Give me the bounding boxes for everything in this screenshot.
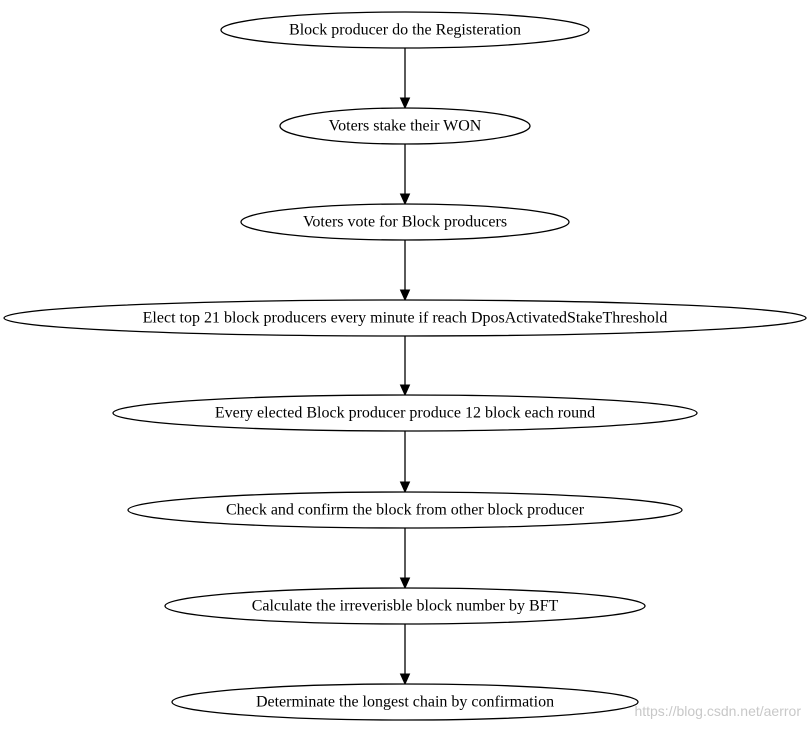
arrowhead-icon [399, 673, 411, 686]
arrowhead-icon [399, 577, 411, 590]
nodes-group: Block producer do the RegisterationVoter… [3, 11, 807, 721]
flow-node-7: Calculate the irreverisble block number … [164, 587, 646, 625]
node-ellipse [3, 299, 807, 337]
node-ellipse [112, 394, 698, 432]
flow-node-2: Voters stake their WON [279, 107, 531, 145]
flow-node-6: Check and confirm the block from other b… [127, 491, 683, 529]
edge-arrow-5 [399, 431, 411, 494]
node-label: Voters stake their WON [329, 118, 482, 135]
arrowhead-icon [399, 289, 411, 302]
arrowhead-icon [399, 481, 411, 494]
flow-node-3: Voters vote for Block producers [240, 203, 570, 241]
edge-arrow-4 [399, 336, 411, 397]
node-ellipse [220, 11, 590, 49]
node-ellipse [164, 587, 646, 625]
edge-arrow-3 [399, 240, 411, 302]
arrowhead-icon [399, 193, 411, 206]
arrowhead-icon [399, 97, 411, 110]
node-ellipse [279, 107, 531, 145]
node-label: Block producer do the Registeration [289, 22, 521, 39]
edge-arrow-2 [399, 144, 411, 206]
node-label: Check and confirm the block from other b… [226, 502, 585, 519]
edge-arrow-7 [399, 624, 411, 686]
flow-node-1: Block producer do the Registeration [220, 11, 590, 49]
watermark-text: https://blog.csdn.net/aerror [634, 703, 801, 719]
edge-arrow-1 [399, 48, 411, 110]
node-label: Every elected Block producer produce 12 … [215, 405, 595, 422]
flow-node-8: Determinate the longest chain by confirm… [171, 683, 639, 721]
arrowhead-icon [399, 384, 411, 397]
node-ellipse [127, 491, 683, 529]
node-label: Voters vote for Block producers [303, 214, 507, 231]
node-ellipse [240, 203, 570, 241]
edges-group [399, 48, 411, 686]
flow-node-5: Every elected Block producer produce 12 … [112, 394, 698, 432]
node-label: Elect top 21 block producers every minut… [143, 310, 668, 327]
node-label: Calculate the irreverisble block number … [252, 598, 559, 615]
flow-node-4: Elect top 21 block producers every minut… [3, 299, 807, 337]
edge-arrow-6 [399, 528, 411, 590]
node-ellipse [171, 683, 639, 721]
node-label: Determinate the longest chain by confirm… [256, 694, 554, 711]
